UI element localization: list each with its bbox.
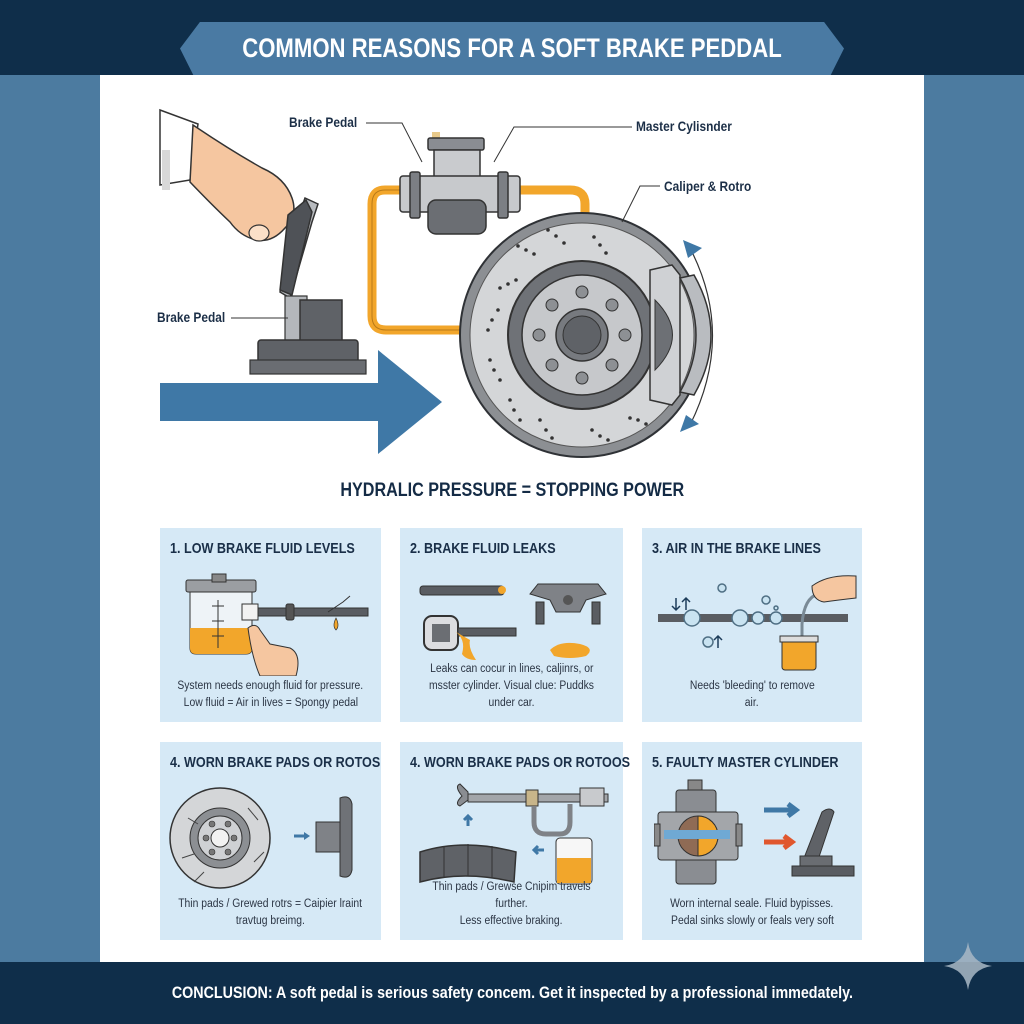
sparkle-icon xyxy=(944,942,992,990)
card-description: Thin pads / Grewse Cnipim travels furthe… xyxy=(432,881,591,927)
label-caliper-rotor: Caliper & Rotro xyxy=(664,178,752,194)
pressure-arrow-icon xyxy=(160,350,442,454)
card-description: Thin pads / Grewed rotrs = Caipier lrain… xyxy=(178,898,363,927)
card-air-in-lines: 3. AIR IN THE BRAKE LINES Needs 'bleedin… xyxy=(642,528,862,722)
page-title: COMMON REASONS FOR A SOFT BRAKE PEDDAL xyxy=(242,33,782,63)
label-brake-pedal-top: Brake Pedal xyxy=(289,114,358,130)
master-cylinder-icon xyxy=(399,132,521,235)
card-title: 3. AIR IN THE BRAKE LINES xyxy=(652,540,821,557)
card-low-fluid: 1. LOW BRAKE FLUID LEVELS System needs e… xyxy=(160,528,381,722)
title-banner: COMMON REASONS FOR A SOFT BRAKE PEDDAL xyxy=(180,22,844,75)
caliper-icon xyxy=(649,264,712,406)
card-title: 1. LOW BRAKE FLUID LEVELS xyxy=(170,540,355,557)
hand-icon xyxy=(811,575,857,603)
label-brake-pedal-left: Brake Pedal xyxy=(157,309,226,325)
card-fluid-leaks: 2. BRAKE FLUID LEAKS Leaks can cocur in … xyxy=(400,528,623,722)
worn-rotor-icon xyxy=(169,787,353,889)
master-cylinder-cutaway-icon xyxy=(654,779,855,885)
air-bubbles-line-icon xyxy=(658,575,857,671)
section-subtitle: HYDRALIC PRESSURE = STOPPING POWER xyxy=(340,480,684,501)
brake-system-illustration xyxy=(159,108,714,458)
card-faulty-master-cylinder: 5. FAULTY MASTER CYLINDER Worn internal … xyxy=(642,742,862,940)
conclusion-footer: CONCLUSION: A soft pedal is serious safe… xyxy=(0,962,1024,1024)
leaking-components-icon xyxy=(419,583,607,660)
card-description: Leaks can cocur in lines, caljinrs, or m… xyxy=(429,663,594,709)
card-title: 5. FAULTY MASTER CYLINDER xyxy=(652,754,839,771)
card-worn-pads-rotors-2: 4. WORN BRAKE PADS OR ROTOOS Thin pads /… xyxy=(400,742,630,940)
rotation-arrow-icon xyxy=(683,240,702,258)
conclusion-text: CONCLUSION: A soft pedal is serious safe… xyxy=(171,983,853,1002)
hand-icon xyxy=(159,108,295,242)
card-description: System needs enough fluid for pressure. … xyxy=(177,680,364,709)
card-description: Needs 'bleeding' to remove air. xyxy=(689,680,815,709)
brake-pedal-icon xyxy=(249,196,367,375)
fluid-reservoir-icon xyxy=(185,573,369,676)
label-master-cylinder: Master Cylisnder xyxy=(636,118,732,134)
brake-rotor-icon xyxy=(459,212,705,458)
card-worn-pads-rotors-1: 4. WORN BRAKE PADS OR ROTOS Thin pads / … xyxy=(160,742,381,940)
card-title: 4. WORN BRAKE PADS OR ROTOS xyxy=(170,754,381,771)
card-description: Worn internal seale. Fluid bypisses. Ped… xyxy=(670,898,834,927)
card-title: 4. WORN BRAKE PADS OR ROTOOS xyxy=(410,754,631,771)
pointing-hand-icon xyxy=(247,624,299,676)
card-title: 2. BRAKE FLUID LEAKS xyxy=(410,540,556,557)
brake-pad-tools-icon xyxy=(419,783,609,885)
